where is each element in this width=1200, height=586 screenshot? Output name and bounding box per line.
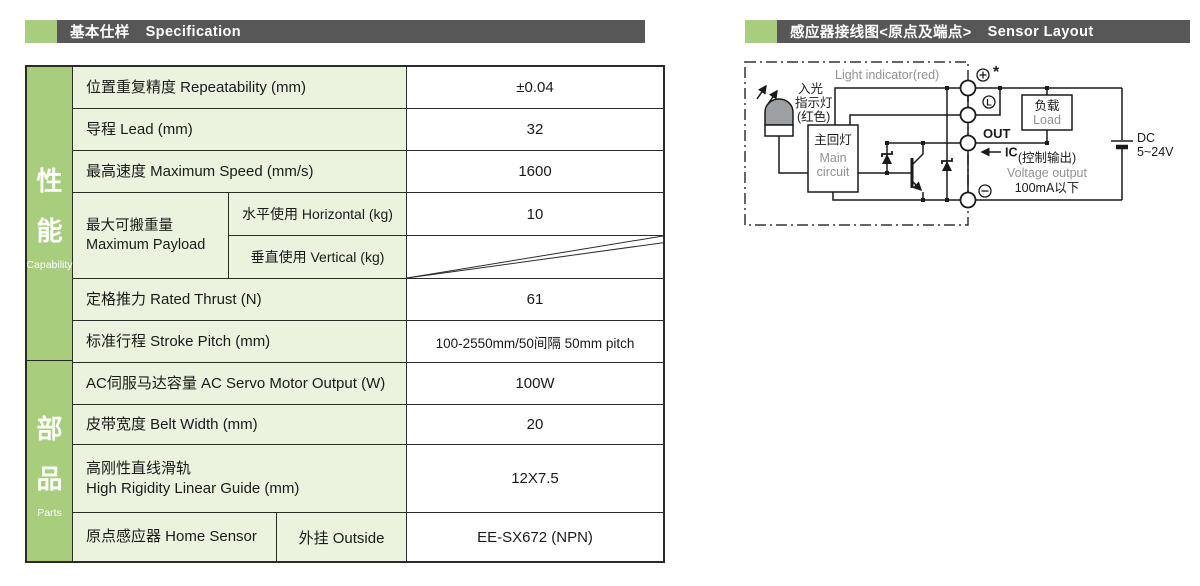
specification-table: 性能 Capability 部品 Parts 位置重复精度 Repeatabil… — [25, 65, 665, 563]
external-wires — [975, 87, 1123, 201]
sensor-layout-title-en: Sensor Layout — [987, 23, 1094, 40]
row-repeatability: 位置重复精度 Repeatability (mm) ±0.04 — [73, 67, 663, 109]
minus-terminal-icon — [978, 184, 992, 198]
row-value: 100W — [407, 363, 663, 404]
row-value: 32 — [407, 109, 663, 150]
main-circuit-box — [807, 124, 859, 193]
row-label: 位置重复精度 Repeatability (mm) — [73, 67, 407, 108]
row-value: 100-2550mm/50间隔 50mm pitch — [407, 321, 663, 362]
row-label: 定格推力 Rated Thrust (N) — [73, 279, 407, 320]
payload-subcolumn: 水平使用 Horizontal (kg) 垂直使用 Vertical (kg) — [229, 193, 407, 278]
led-label-line3: (红色) — [797, 109, 830, 124]
current-limit-label: 100mA以下 — [1015, 181, 1080, 195]
payload-label-cn: 最大可搬重量 — [86, 217, 173, 234]
light-on-terminal-icon: L — [982, 95, 996, 109]
row-servo-output: AC伺服马达容量 AC Servo Motor Output (W) 100W — [73, 363, 663, 405]
load-cn: 负载 — [1034, 99, 1060, 113]
led-label-line2: 指示灯 — [795, 95, 833, 110]
main-circuit-en1: Main — [819, 151, 846, 165]
row-stroke-pitch: 标准行程 Stroke Pitch (mm) 100-2550mm/50间隔 5… — [73, 321, 663, 363]
section-parts: 部品 Parts — [27, 361, 72, 561]
section-parts-cn: 部品 — [36, 413, 63, 494]
home-sensor-mount: 外挂 Outside — [277, 513, 407, 561]
specification-title-cn: 基本仕样 — [70, 25, 130, 41]
terminal-plus — [959, 79, 977, 97]
payload-values: 10 — [407, 193, 663, 278]
row-belt-width: 皮带宽度 Belt Width (mm) 20 — [73, 405, 663, 445]
row-home-sensor: 原点感应器 Home Sensor 外挂 Outside EE-SX672 (N… — [73, 513, 663, 561]
row-rated-thrust: 定格推力 Rated Thrust (N) 61 — [73, 279, 663, 321]
row-label: 最高速度 Maximum Speed (mm/s) — [73, 151, 407, 192]
dc-voltage-label: 5~24V — [1137, 145, 1174, 159]
npn-transistor-icon — [910, 143, 924, 200]
payload-label-en: Maximum Payload — [86, 236, 206, 253]
dc-battery-icon — [1111, 140, 1133, 150]
row-label: 皮带宽度 Belt Width (mm) — [73, 405, 407, 444]
light-indicator-label: Light indicator(red) — [835, 68, 939, 82]
led-wire — [778, 136, 808, 174]
led-label-line1: 入光 — [798, 82, 823, 96]
specification-title-en: Specification — [145, 23, 242, 40]
asterisk-note: * — [993, 64, 1000, 81]
section-capability-cn: 性能 — [36, 166, 63, 246]
payload-label: 最大可搬重量 Maximum Payload — [73, 193, 229, 278]
section-parts-en: Parts — [37, 506, 62, 519]
sensor-layout-title-cn: 感应器接线图<原点及端点> — [790, 25, 972, 41]
payload-horizontal-value: 10 — [407, 193, 663, 236]
green-accent-square — [25, 20, 57, 43]
zener-diode-icon — [941, 158, 953, 171]
row-value: 12X7.5 — [407, 445, 663, 512]
dc-label: DC — [1137, 131, 1155, 145]
row-label: AC伺服马达容量 AC Servo Motor Output (W) — [73, 363, 407, 404]
row-value: 1600 — [407, 151, 663, 192]
payload-horizontal-label: 水平使用 Horizontal (kg) — [229, 193, 406, 236]
specification-header-bar: 基本仕样 Specification — [57, 20, 645, 43]
section-capability-en: Capability — [26, 259, 73, 271]
plus-terminal-icon — [976, 68, 990, 82]
out-terminal-label: OUT — [983, 126, 1011, 141]
sensor-wiring-diagram: Light indicator(red) 入光 指示灯 (红色) 主回灯 Mai… — [740, 55, 1200, 235]
voltage-output-label: Voltage output — [1007, 166, 1087, 180]
row-value: EE-SX672 (NPN) — [407, 513, 663, 561]
section-capability: 性能 Capability — [26, 67, 73, 361]
row-value: 61 — [407, 279, 663, 320]
table-rows: 位置重复精度 Repeatability (mm) ±0.04 导程 Lead … — [73, 67, 663, 561]
sensor-layout-header-bar: 感应器接线图<原点及端点> Sensor Layout — [777, 20, 1190, 43]
linear-guide-label-en: High Rigidity Linear Guide (mm) — [86, 479, 300, 497]
zener-diode-icon — [881, 151, 893, 164]
control-output-label: (控制输出) — [1018, 150, 1076, 165]
row-linear-guide: 高刚性直线滑轨 High Rigidity Linear Guide (mm) … — [73, 445, 663, 513]
row-lead: 导程 Lead (mm) 32 — [73, 109, 663, 151]
main-circuit-en2: circuit — [817, 165, 850, 179]
payload-vertical-value-na — [407, 236, 663, 278]
home-sensor-label: 原点感应器 Home Sensor — [73, 513, 277, 561]
ic-label: IC — [1005, 146, 1018, 160]
svg-text:L: L — [986, 98, 992, 108]
specification-header: 基本仕样 Specification — [25, 20, 645, 43]
linear-guide-label: 高刚性直线滑轨 High Rigidity Linear Guide (mm) — [73, 445, 407, 512]
row-maximum-payload: 最大可搬重量 Maximum Payload 水平使用 Horizontal (… — [73, 193, 663, 279]
row-label: 标准行程 Stroke Pitch (mm) — [73, 321, 407, 362]
green-accent-square — [745, 20, 777, 43]
main-circuit-cn: 主回灯 — [814, 133, 852, 147]
row-value: ±0.04 — [407, 67, 663, 108]
terminal-minus — [959, 191, 977, 209]
payload-vertical-label: 垂直使用 Vertical (kg) — [250, 249, 385, 265]
row-value: 20 — [407, 405, 663, 444]
row-max-speed: 最高速度 Maximum Speed (mm/s) 1600 — [73, 151, 663, 193]
led-indicator-icon — [764, 98, 794, 137]
terminal-light-on — [959, 106, 977, 124]
linear-guide-label-cn: 高刚性直线滑轨 — [86, 460, 192, 477]
na-diagonal-line — [407, 236, 663, 278]
row-label: 导程 Lead (mm) — [73, 109, 407, 150]
load-en: Load — [1033, 113, 1061, 127]
sensor-layout-header: 感应器接线图<原点及端点> Sensor Layout — [745, 20, 1190, 43]
wiring-diagram-svg: Light indicator(red) 入光 指示灯 (红色) 主回灯 Mai… — [744, 61, 1174, 226]
terminal-out — [959, 134, 977, 152]
table-section-sidebar: 性能 Capability 部品 Parts — [26, 67, 73, 561]
load-box — [1021, 94, 1073, 131]
